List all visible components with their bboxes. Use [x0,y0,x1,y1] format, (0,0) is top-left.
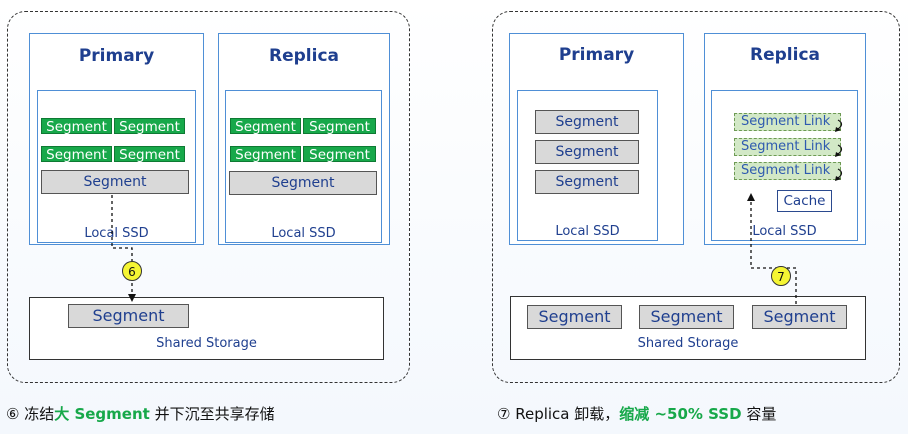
right-shared-segment-3: Segment [752,305,847,329]
left-replica-ssd-label: Local SSD [271,226,336,241]
right-caption: ⑦ Replica 卸载，缩减 ~50% SSD 容量 [497,403,776,424]
left-replica-local-ssd: Local SSD [225,90,382,243]
right-replica-title: Replica [750,45,820,65]
left-primary-segment-4: Segment [114,146,185,163]
left-primary-local-ssd: Local SSD [37,90,196,243]
right-replica-segment-link-1: Segment Link [734,113,841,131]
left-caption-prefix: 冻结 [19,405,55,423]
right-shared-segment-1: Segment [527,305,622,329]
left-caption-number: ⑥ [6,405,20,423]
left-step-badge: 6 [122,261,142,281]
right-primary-title: Primary [558,45,635,65]
left-caption-suffix: 并下沉至共享存储 [149,405,275,423]
right-caption-prefix: Replica 卸载， [510,405,620,423]
left-primary-segment-3: Segment [41,146,112,163]
left-replica-segment-1: Segment [230,118,301,135]
right-primary-ssd-label: Local SSD [555,224,620,239]
right-replica-segment-link-2: Segment Link [734,138,841,156]
right-caption-suffix: 容量 [741,405,777,423]
left-panel [7,11,410,383]
left-primary-ssd-label: Local SSD [84,226,149,241]
right-shared-segment-2: Segment [639,305,734,329]
right-replica-cache: Cache [777,190,832,212]
left-primary-segment-2: Segment [114,118,185,135]
left-shared-segment: Segment [68,304,189,328]
right-primary-segment-3: Segment [535,170,639,194]
right-shared-storage-label: Shared Storage [637,336,739,351]
left-replica-segment-gray: Segment [229,171,377,195]
left-replica-segment-3: Segment [230,146,301,163]
left-replica-title: Replica [269,46,339,66]
left-caption-highlight: 大 Segment [54,405,150,423]
left-replica-segment-2: Segment [303,118,376,135]
left-primary-title: Primary [78,46,155,66]
right-step-badge: 7 [771,266,791,286]
right-replica-ssd-label: Local SSD [752,224,817,239]
right-panel [492,11,900,383]
left-shared-storage-label: Shared Storage [156,336,257,351]
left-replica-segment-4: Segment [303,146,376,163]
right-primary-segment-1: Segment [535,110,639,134]
left-caption: ⑥ 冻结大 Segment 并下沉至共享存储 [6,403,275,424]
right-replica-segment-link-3: Segment Link [734,162,841,180]
right-primary-segment-2: Segment [535,140,639,164]
left-primary-segment-gray: Segment [41,170,189,194]
right-caption-number: ⑦ [497,405,511,423]
right-caption-highlight: 缩减 ~50% SSD [619,405,742,423]
left-primary-segment-1: Segment [41,118,112,135]
